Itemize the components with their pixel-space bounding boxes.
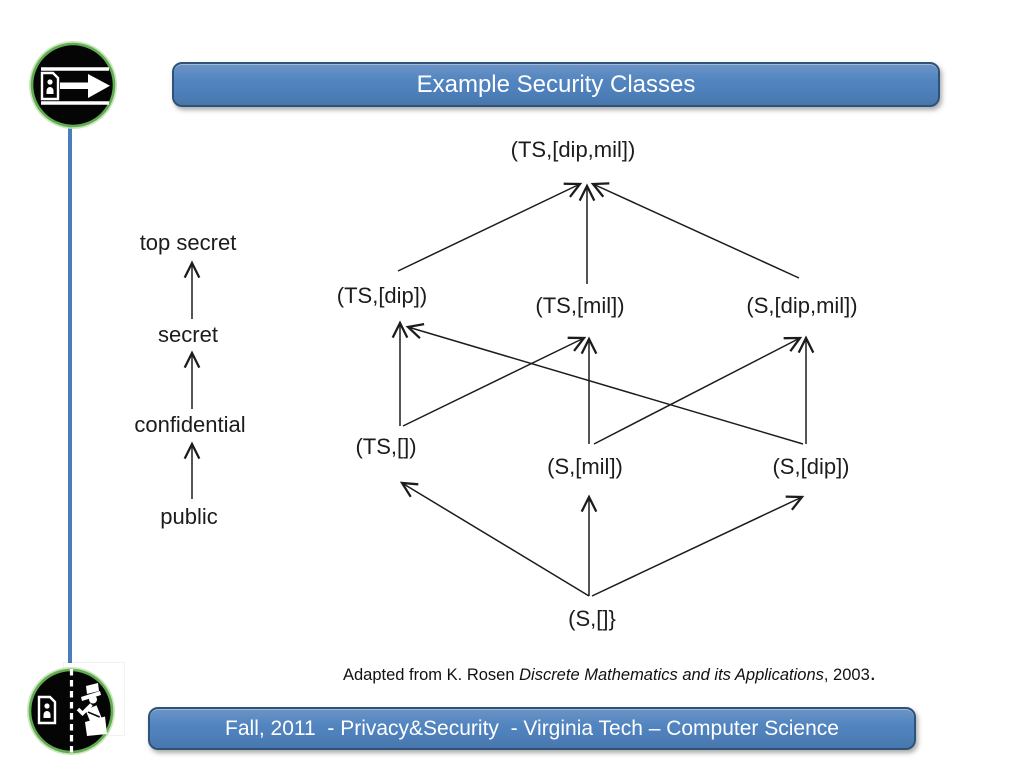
attribution-prefix: Adapted from K. Rosen [343,666,520,684]
attribution: Adapted from K. Rosen Discrete Mathemati… [343,660,876,686]
hierarchy-label-secret: secret [158,322,218,347]
slide-title: Example Security Classes [416,70,696,98]
lattice-node-s-empty: (S,[]} [568,606,616,631]
lattice-node-s-mil: (S,[mil]) [547,454,623,479]
hierarchy-label-public: public [160,504,218,529]
lattice-node-s-dip: (S,[dip]) [772,454,850,479]
page-forward-icon [29,41,117,129]
lattice-node-s-dip-mil: (S,[dip,mil]) [746,293,858,318]
vertical-connector-line [68,124,72,668]
document-icon [40,71,60,101]
lattice-edge-s-mil-to-s-dip-mil [593,338,800,445]
inspector-icon [76,683,107,736]
footer-text: Fall, 2011 - Privacy&Security - Virginia… [225,716,839,740]
attribution-book-title: Discrete Mathematics and its Application… [519,666,824,684]
lattice-edge-ts-dip-to-ts-dip-mil [397,184,580,272]
lattice-edge-s-dip-to-ts-dip [408,327,804,445]
lattice-edge-s-empty-to-ts-empty [402,483,590,597]
arrow-right-icon [60,82,90,89]
hierarchy-label-top-secret: top secret [139,230,237,255]
attribution-period: . [869,660,876,685]
document-icon [37,695,57,725]
lattice-node-ts-empty: (TS,[]) [355,434,417,459]
lattice-node-ts-dip-mil: (TS,[dip,mil]) [510,137,636,162]
title-banner: Example Security Classes [172,62,940,107]
footer-banner: Fall, 2011 - Privacy&Security - Virginia… [148,707,916,750]
attribution-suffix: , 2003 [823,666,870,684]
passport-control-icon [27,667,115,755]
hierarchy-label-confidential: confidential [134,412,246,437]
lattice-edge-s-empty-to-s-dip [591,497,802,597]
lattice-node-ts-mil: (TS,[mil]) [535,293,625,318]
lattice-edge-s-dip-mil-to-ts-dip-mil [593,184,800,279]
lattice-node-ts-dip: (TS,[dip]) [336,283,428,308]
lattice-edge-ts-empty-to-ts-mil [402,338,584,427]
